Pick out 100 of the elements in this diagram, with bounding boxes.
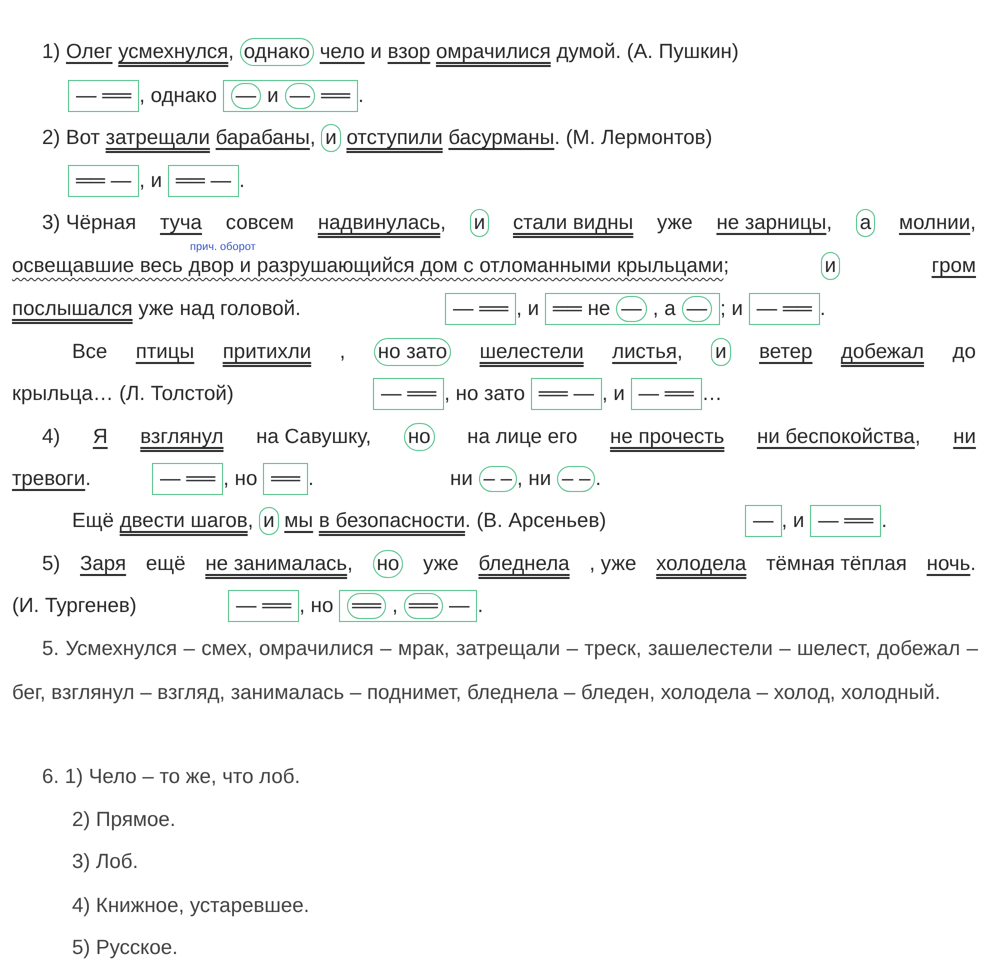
clause-scheme-box: — bbox=[745, 505, 782, 537]
subject-text: тревоги bbox=[12, 467, 86, 491]
answer-text: 6. 1) Чело – то же, что лоб. bbox=[42, 764, 300, 790]
sentence-text: . (В. Арсеньев) bbox=[465, 509, 606, 533]
sentence-text: , bbox=[676, 340, 683, 364]
subject-text: взор bbox=[388, 40, 430, 64]
sentence-text: ; bbox=[723, 254, 730, 278]
predicate-text: усмехнулся bbox=[118, 40, 228, 64]
sentence-text: . (М. Лермонтов) bbox=[554, 126, 712, 150]
predicate-text: отступили bbox=[346, 126, 443, 150]
sentence-text: 1) bbox=[42, 40, 60, 64]
sentence-text: , bbox=[228, 40, 234, 64]
clause-scheme-box bbox=[339, 590, 478, 622]
scheme-text: и bbox=[267, 84, 279, 108]
scheme-text: , и bbox=[782, 509, 804, 533]
answer-text: 5. Усмехнулся – смех, омрачилися – мрак, затрещали – треск, зашелестели – шелест, добежал – бег, взглянул – взгляд, занималась – поднимет, бледнела – бледен, холодела – холод, холодный. bbox=[12, 636, 978, 706]
sentence-text: до bbox=[952, 340, 976, 364]
sentence-text: 5) bbox=[42, 552, 60, 576]
predicate-text: бледнела bbox=[478, 552, 570, 576]
predicate-text: надвинулась bbox=[318, 211, 440, 235]
participial-phrase: освещавшие весь двор и разрушающийся дом с отломанными крыльцами bbox=[12, 254, 724, 278]
predicate-text: стали видны bbox=[512, 211, 634, 235]
scheme-text: — bbox=[448, 594, 470, 618]
predicate-text: затрещали bbox=[106, 126, 210, 150]
sentence-text: совсем bbox=[226, 211, 294, 235]
scheme-text: . bbox=[239, 169, 245, 193]
subject-text: листья bbox=[612, 340, 677, 364]
subject-text: молнии bbox=[898, 211, 970, 235]
sentence-text: уже bbox=[657, 211, 693, 235]
subject-text: ветер bbox=[759, 340, 812, 364]
scheme-text: , а bbox=[652, 297, 676, 321]
scheme-text: ни bbox=[450, 467, 473, 491]
sentence-text: , bbox=[440, 211, 446, 235]
sentence-text: , bbox=[340, 340, 346, 364]
predicate-text: послышался bbox=[12, 297, 133, 321]
scheme-text: , и bbox=[516, 297, 540, 321]
sentence-text: , bbox=[310, 126, 316, 150]
sentence-text: , уже bbox=[589, 552, 636, 576]
subject-text: ночь bbox=[926, 552, 970, 576]
sentence-text: 3) Чёрная bbox=[42, 211, 136, 235]
sentence-text: и bbox=[370, 40, 382, 64]
predicate-text: притихли bbox=[222, 340, 312, 364]
scheme-text: . bbox=[308, 467, 314, 491]
scheme-text: . bbox=[595, 467, 602, 491]
scheme-text: , но зато bbox=[444, 382, 525, 406]
scheme-text: , и bbox=[139, 169, 162, 193]
sentence-text: , bbox=[914, 425, 921, 449]
scheme-text: ; и bbox=[720, 297, 743, 321]
subject-text: не зарницы bbox=[716, 211, 826, 235]
scheme-text: . bbox=[477, 594, 484, 618]
clause-scheme-box: — ══ bbox=[373, 378, 444, 410]
subject-text: басурманы bbox=[448, 126, 554, 150]
subject-text: ни bbox=[953, 425, 976, 449]
sentence-text: , bbox=[248, 509, 254, 533]
sentence-text: , bbox=[970, 211, 976, 235]
sentence-text: 2) Вот bbox=[42, 126, 100, 150]
scheme-text: , однако bbox=[139, 84, 217, 108]
clause-scheme-box: ══ bbox=[263, 463, 308, 495]
predicate-text: не прочесть bbox=[610, 425, 724, 449]
sentence-text: уже над головой. bbox=[138, 297, 301, 321]
scheme-text: ══ не bbox=[552, 297, 610, 321]
predicate-text: омрачилися bbox=[436, 40, 551, 64]
subject-text: птицы bbox=[136, 340, 194, 364]
sentence-text: Ещё bbox=[72, 509, 114, 533]
subject-text: чело bbox=[320, 40, 365, 64]
answer-text: 5) Русское. bbox=[72, 935, 178, 961]
sentence-text: крыльца… (Л. Толстой) bbox=[12, 382, 234, 406]
clause-scheme-box bbox=[222, 80, 358, 112]
predicate-text: взглянул bbox=[140, 425, 224, 449]
sentence-text: ещё bbox=[146, 552, 186, 576]
subject-text: гром bbox=[932, 254, 976, 278]
sentence-text: 4) bbox=[42, 425, 60, 449]
scheme-text: , bbox=[392, 594, 398, 618]
sentence-text: тёмная тёплая bbox=[766, 552, 907, 576]
sentence-text: , bbox=[826, 211, 832, 235]
scheme-text: . bbox=[358, 84, 364, 108]
sentence-text: Все bbox=[72, 340, 108, 364]
scheme-text: , и bbox=[602, 382, 625, 406]
clause-scheme-box: ══ — bbox=[530, 378, 602, 410]
scheme-text: … bbox=[702, 382, 722, 406]
answer-text: 2) Прямое. bbox=[72, 807, 176, 833]
clause-scheme-box: ══ — bbox=[168, 165, 240, 197]
answer-text: 3) Лоб. bbox=[72, 849, 138, 875]
clause-scheme-box: — ══ bbox=[152, 463, 224, 495]
predicate-text: холодела bbox=[656, 552, 746, 576]
clause-scheme-box: — ══ bbox=[810, 505, 882, 537]
predicate-text: добежал bbox=[840, 340, 924, 364]
subject-text: мы bbox=[284, 509, 314, 533]
sentence-text: . bbox=[970, 552, 976, 576]
sentence-text: на лице его bbox=[467, 425, 578, 449]
sentence-text: , bbox=[347, 552, 353, 576]
sentence-text: уже bbox=[423, 552, 459, 576]
clause-scheme-box: — ══ bbox=[68, 80, 140, 112]
clause-scheme-box bbox=[544, 293, 720, 325]
scheme-text: . bbox=[881, 509, 888, 533]
sentence-text: на Савушку, bbox=[256, 425, 372, 449]
subject-text: барабаны bbox=[216, 126, 310, 150]
clause-scheme-box: ══ — bbox=[68, 165, 140, 197]
subject-text: Заря bbox=[80, 552, 126, 576]
subject-text: Олег bbox=[66, 40, 113, 64]
